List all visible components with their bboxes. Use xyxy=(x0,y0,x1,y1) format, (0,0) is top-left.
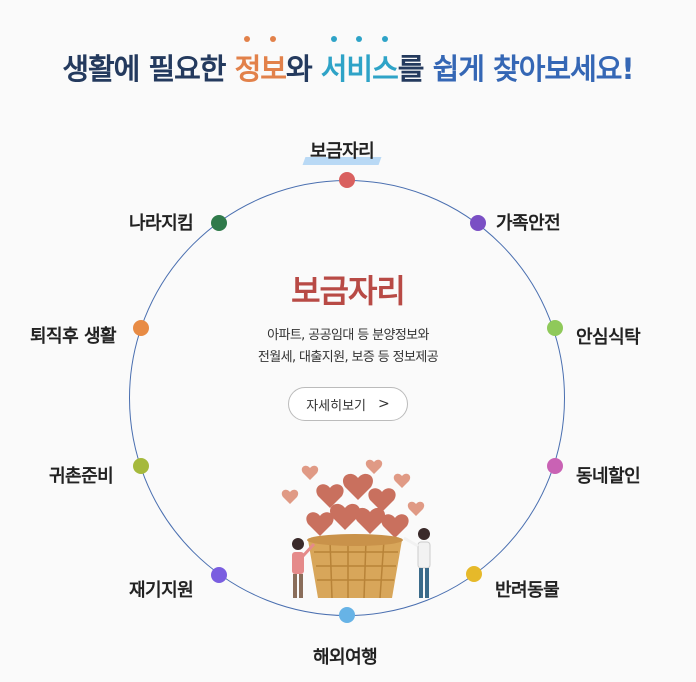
node-overseas-travel[interactable] xyxy=(339,607,355,623)
node-rural-return[interactable] xyxy=(133,458,149,474)
headline-service-word: 서비스 xyxy=(321,36,399,88)
category-national-defense[interactable]: 나라지킴 xyxy=(129,213,194,234)
emphasis-dots xyxy=(321,36,398,42)
headline-part6: 쉽게 찾아보세요! xyxy=(432,52,635,86)
chevron-right-icon: > xyxy=(378,396,390,412)
node-pets[interactable] xyxy=(466,566,482,582)
headline: 생활에 필요한 정보와 서비스를 쉽게 찾아보세요! xyxy=(0,36,696,88)
node-recovery-support[interactable] xyxy=(211,567,227,583)
emphasis-dots xyxy=(235,36,286,42)
node-national-defense[interactable] xyxy=(211,215,227,231)
category-pets[interactable]: 반려동물 xyxy=(495,580,560,601)
node-family-safety[interactable] xyxy=(470,215,486,231)
headline-part3: 와 xyxy=(285,52,321,86)
node-retirement-life[interactable] xyxy=(133,320,149,336)
detail-description: 아파트, 공공임대 등 분양정보와 전월세, 대출지원, 보증 등 정보제공 xyxy=(0,325,696,369)
category-local-discount[interactable]: 동네할인 xyxy=(576,466,641,487)
headline-part5: 를 xyxy=(397,52,433,86)
headline-part1: 생활에 필요한 xyxy=(62,52,235,86)
view-details-label: 자세히보기 xyxy=(306,398,367,414)
view-details-button[interactable]: 자세히보기 > xyxy=(288,387,408,421)
category-recovery-support[interactable]: 재기지원 xyxy=(129,580,194,601)
detail-desc-line2: 전월세, 대출지원, 보증 등 정보제공 xyxy=(257,350,439,365)
category-family-safety[interactable]: 가족안전 xyxy=(496,213,561,234)
category-retirement-life[interactable]: 퇴직후 생활 xyxy=(30,326,117,347)
category-overseas-travel[interactable]: 해외여행 xyxy=(313,647,378,668)
detail-title: 보금자리 xyxy=(291,272,406,310)
detail-desc-line1: 아파트, 공공임대 등 분양정보와 xyxy=(267,328,429,343)
basket-hearts-illustration xyxy=(281,459,431,599)
category-safe-table[interactable]: 안심식탁 xyxy=(576,327,641,348)
node-local-discount[interactable] xyxy=(547,458,563,474)
category-rural-return[interactable]: 귀촌준비 xyxy=(49,466,114,487)
category-boguemjari[interactable]: 보금자리 xyxy=(310,137,375,163)
headline-info-word: 정보 xyxy=(235,36,287,88)
node-safe-table[interactable] xyxy=(547,320,563,336)
node-boguemjari[interactable] xyxy=(339,172,355,188)
